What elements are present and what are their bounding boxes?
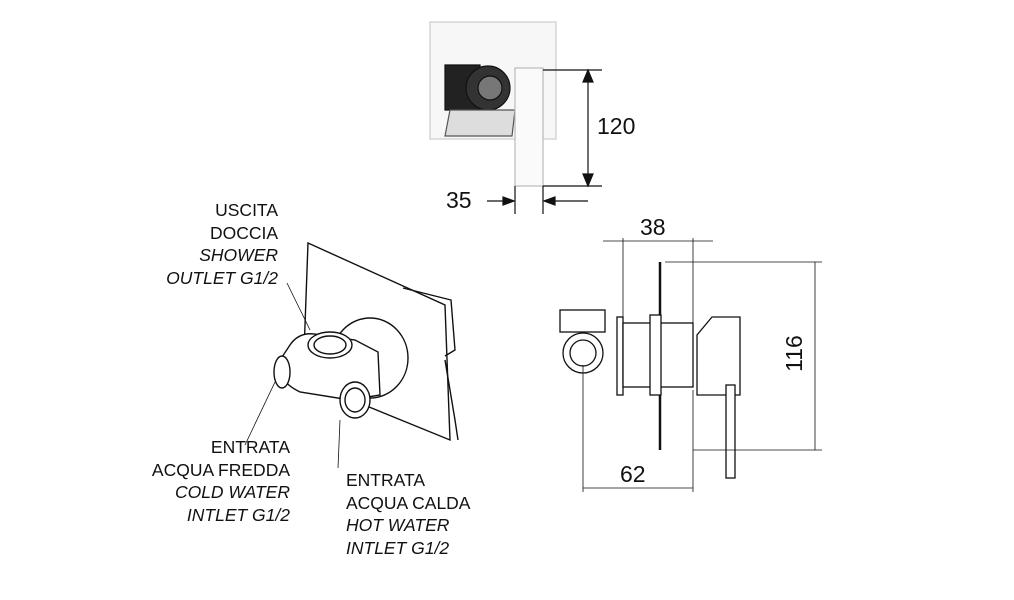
side-lever (725, 384, 736, 479)
dim-body-depth: 38 (640, 214, 666, 240)
perspective-view (244, 241, 459, 469)
label-line: INTLET G1/2 (186, 504, 290, 525)
label-line: HOT WATER (346, 515, 450, 535)
label-line: SHOWER (199, 245, 278, 265)
dim-lever-width: 35 (446, 187, 472, 213)
label-line: USCITA (215, 200, 278, 220)
side-handle (696, 316, 741, 396)
dim-front-height: 120 (597, 113, 636, 139)
dim-total-depth: 62 (620, 461, 646, 487)
cold-inlet (273, 355, 291, 389)
label-line: ACQUA CALDA (346, 492, 471, 513)
label-line: COLD WATER (174, 482, 290, 502)
front-lever (514, 67, 544, 187)
front-view (429, 21, 602, 214)
side-view (559, 238, 822, 492)
dim-plate-height: 116 (780, 335, 807, 372)
label-line: ENTRATA (210, 437, 290, 457)
label-line: ENTRATA (346, 470, 426, 490)
label-line: OUTLET G1/2 (166, 267, 278, 288)
label-line: ACQUA FREDDA (151, 459, 290, 480)
label-line: DOCCIA (209, 222, 278, 243)
hot-inlet-label: ENTRATA ACQUA CALDA HOT WATER INTLET G1/… (346, 469, 516, 559)
shower-outlet-label: USCITA DOCCIA SHOWER OUTLET G1/2 (140, 199, 278, 289)
cold-inlet-label: ENTRATA ACQUA FREDDA COLD WATER INTLET G… (120, 436, 290, 526)
label-line: INTLET G1/2 (346, 537, 450, 558)
